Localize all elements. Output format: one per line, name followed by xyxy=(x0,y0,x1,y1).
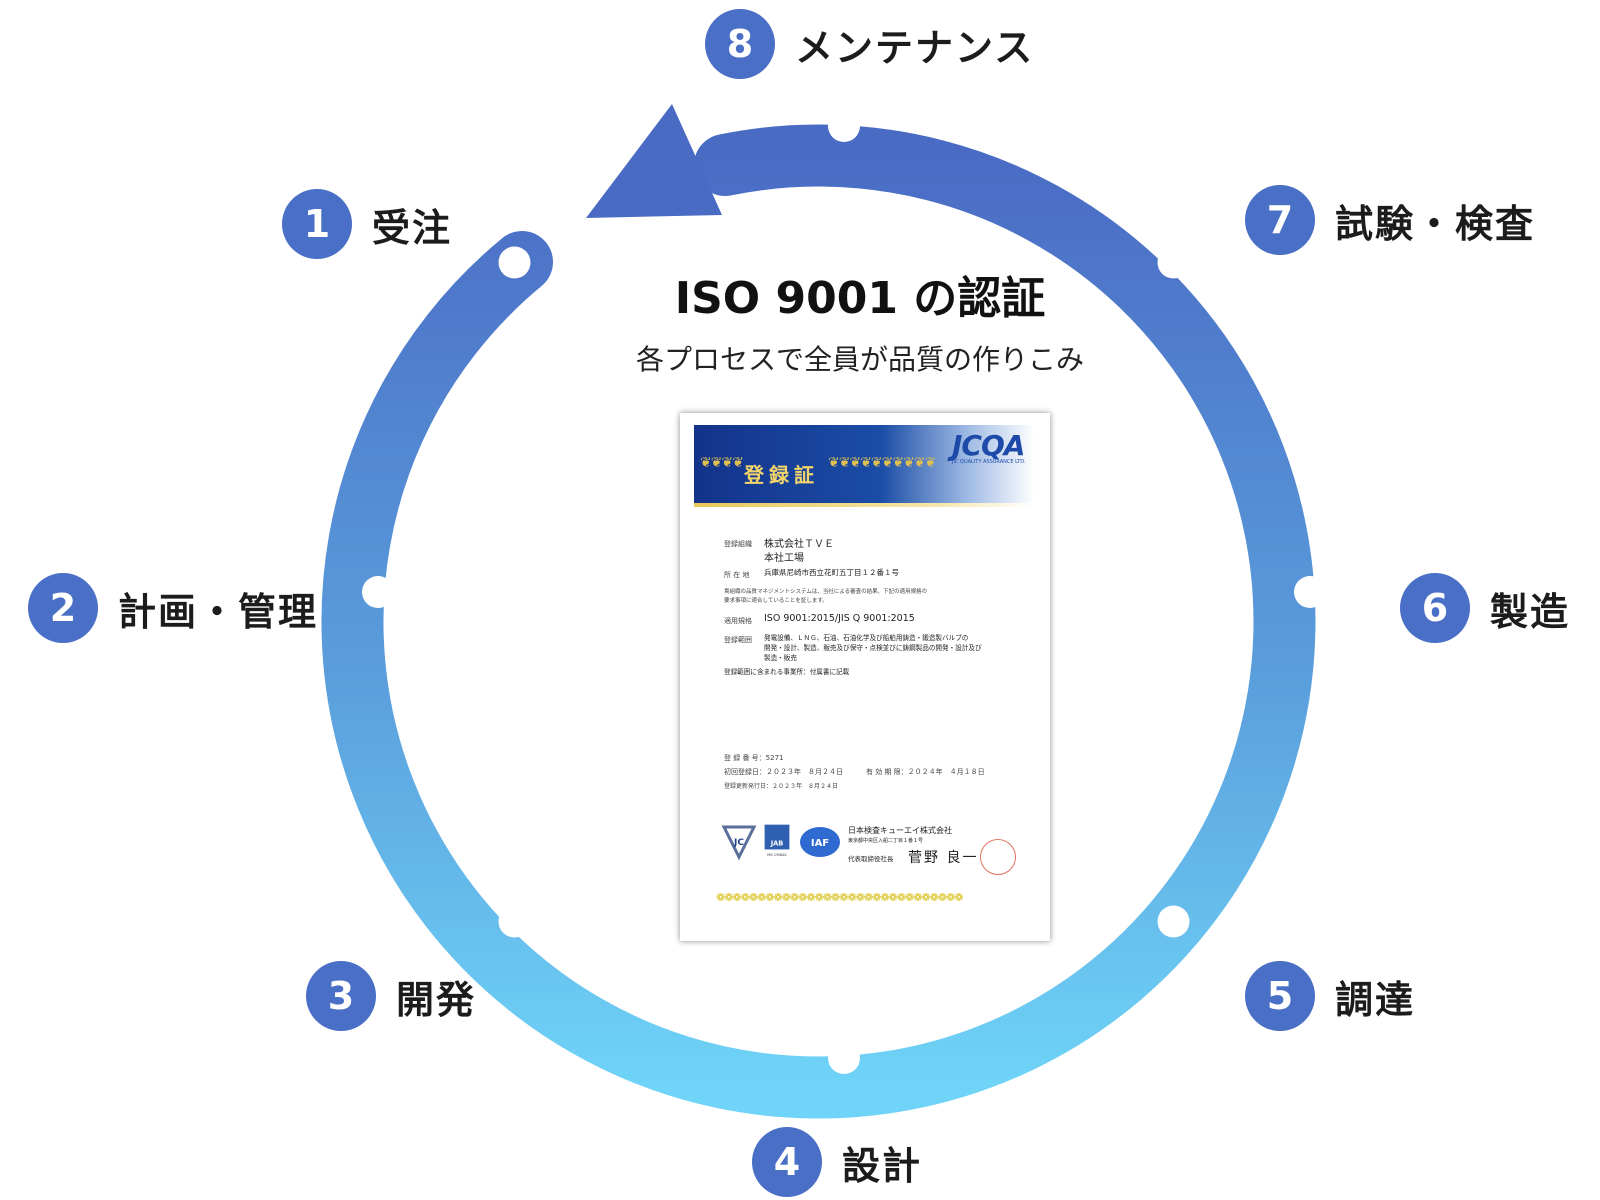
iso-certificate-image: ❦❦❦❦ ❦❦❦❦❦❦❦❦❦❦ 登録証 JCQA JIC QUALITY ASS… xyxy=(680,413,1050,941)
ring-marker-step-4 xyxy=(828,1042,860,1074)
step-label: 製造 xyxy=(1490,589,1571,634)
step-label: 開発 xyxy=(396,977,477,1022)
ring-marker-step-6 xyxy=(1294,576,1326,608)
step-number-badge: 5 xyxy=(1245,961,1315,1031)
statement-line-2: 要求事項に適合していることを証します。 xyxy=(724,598,828,604)
step-number-badge: 8 xyxy=(705,9,775,79)
step-8: 8 メンテナンス xyxy=(705,8,1034,80)
step-2: 2 計画・管理 xyxy=(28,572,318,644)
address-value: 兵庫県尼崎市西立花町五丁目１２番１号 xyxy=(764,568,899,577)
ring-marker-step-8 xyxy=(828,110,860,142)
step-number-badge: 6 xyxy=(1400,573,1470,643)
certificate-footer-ornament: ❁❁❁❁❁❁❁❁❁❁❁❁❁❁❁❁❁❁❁❁❁❁❁❁❁❁❁❁❁❁ xyxy=(716,891,964,904)
address-key: 所 在 地 xyxy=(724,571,750,579)
mark-iaf-text: IAF xyxy=(811,838,829,849)
standard-key: 適用規格 xyxy=(724,617,752,625)
jc-accreditation-mark: JC xyxy=(721,825,757,861)
certificate-header-rule xyxy=(694,503,1034,507)
jcqa-logo: JCQA xyxy=(952,429,1025,462)
org-site: 本社工場 xyxy=(764,553,804,564)
step-label: 試験・検査 xyxy=(1335,201,1536,246)
step-3: 3 開発 xyxy=(306,960,476,1032)
cycle-ring xyxy=(321,124,1316,1119)
jab-accreditation-mark: JAB MS CM002 xyxy=(764,824,790,857)
statement-line-1: 貴組織の品質マネジメントシステムは、当社による審査の結果、下記の適用規格の xyxy=(724,589,928,595)
issuer-address: 東京都中央区入船二丁目１番１号 xyxy=(848,838,924,844)
step-number-badge: 1 xyxy=(282,189,352,259)
certificate-heading: 登録証 xyxy=(744,463,819,487)
step-label: 調達 xyxy=(1335,977,1416,1022)
step-label: メンテナンス xyxy=(795,25,1035,70)
mark-jab-code: MS CM002 xyxy=(767,853,787,857)
step-4: 4 設計 xyxy=(752,1126,922,1198)
step-6: 6 製造 xyxy=(1400,572,1570,644)
company-seal xyxy=(980,839,1016,875)
ring-marker-step-1 xyxy=(498,246,531,279)
ring-markers xyxy=(362,110,1326,1074)
step-label: 受注 xyxy=(372,205,453,250)
initial-registration-date: 初回登録日：２０２３年 ８月２４日 xyxy=(724,768,843,776)
step-label: 計画・管理 xyxy=(118,589,319,634)
cycle-arrowhead xyxy=(586,104,722,218)
ring-marker-step-3 xyxy=(498,905,531,938)
step-5: 5 調達 xyxy=(1245,960,1415,1032)
org-key: 登録組織 xyxy=(724,540,752,548)
scope-line-1: 発電設備、ＬＮＧ、石油、石油化学及び船舶用鋳造・鍛造製バルブの xyxy=(764,634,969,642)
ring-marker-step-5 xyxy=(1157,905,1190,938)
mark-jc-text: JC xyxy=(733,838,744,848)
scope-line-2: 開発・設計、製造、販売及び保守・点検並びに鋳鋼製品の開発・設計及び xyxy=(764,644,982,652)
scope-line-3: 製造・販売 xyxy=(764,654,797,662)
expiry-date: 有 効 期 限：２０２４年 ４月１８日 xyxy=(866,768,985,776)
iaf-accreditation-mark: IAF xyxy=(800,827,840,857)
step-7: 7 試験・検査 xyxy=(1245,184,1535,256)
representative-signature: 菅野 良一 xyxy=(908,850,979,866)
standard-value: ISO 9001:2015/JIS Q 9001:2015 xyxy=(764,613,915,624)
step-number-badge: 3 xyxy=(306,961,376,1031)
ornament-right: ❦❦❦❦❦❦❦❦❦❦ xyxy=(828,455,936,471)
ring-marker-step-2 xyxy=(362,576,394,608)
ring-marker-step-7 xyxy=(1157,246,1190,279)
center-subtitle: 各プロセスで全員が品質の作りこみ xyxy=(635,343,1084,376)
center-title: ISO 9001 の認証 xyxy=(674,273,1046,324)
issuer-name: 日本検査キューエイ株式会社 xyxy=(848,826,952,835)
org-name: 株式会社ＴＶＥ xyxy=(764,539,834,550)
scope-key: 登録範囲 xyxy=(724,636,752,644)
update-date: 登録更新発行日：２０２３年 ８月２４日 xyxy=(724,783,839,790)
jcqa-logo-subtext: JIC QUALITY ASSURANCE LTD. xyxy=(952,459,1026,465)
mark-jab-text: JAB xyxy=(770,839,784,847)
ornament-left: ❦❦❦❦ xyxy=(700,455,744,471)
step-number-badge: 2 xyxy=(28,573,98,643)
representative-title: 代表取締役社長 xyxy=(848,855,894,863)
step-1: 1 受注 xyxy=(282,188,452,260)
step-number-badge: 7 xyxy=(1245,185,1315,255)
sites-note: 登録範囲に含まれる事業所：付属書に記載 xyxy=(724,668,850,676)
certificate-header-band xyxy=(694,425,1034,503)
step-label: 設計 xyxy=(842,1143,923,1188)
step-number-badge: 4 xyxy=(752,1127,822,1197)
registration-number: 登 録 番 号：5271 xyxy=(724,754,784,762)
